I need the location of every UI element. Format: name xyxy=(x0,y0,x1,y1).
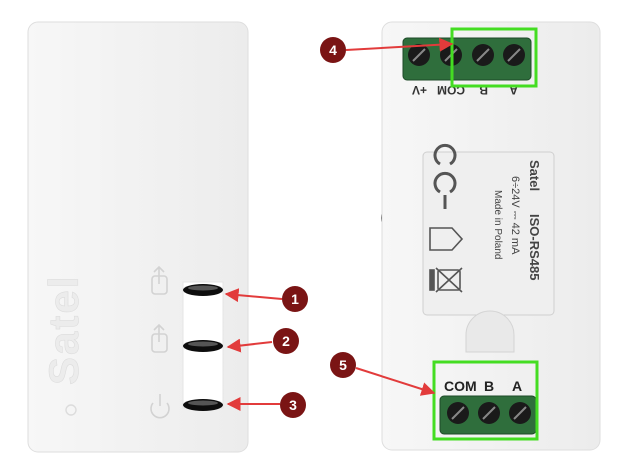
label-rating: 6÷24V ⎓ 42 mA xyxy=(509,176,521,255)
callout-5: 5 xyxy=(330,352,356,378)
callout-2: 2 xyxy=(273,328,299,354)
weee-bin-icon xyxy=(429,267,463,293)
right-device: +V COM B A Satel ISO-RS485 6÷24V ⎓ 42 mA… xyxy=(381,21,601,451)
callout-2-number: 2 xyxy=(282,333,290,349)
arrow-1 xyxy=(224,288,283,303)
bottom-terminal-labels: COM B A xyxy=(444,378,522,394)
label-model: ISO-RS485 xyxy=(527,214,542,280)
led-2 xyxy=(183,340,223,352)
top-terminal-label-b: B xyxy=(479,83,488,97)
callout-1: 1 xyxy=(282,286,308,312)
bottom-terminal-label-com: COM xyxy=(444,378,477,394)
arrow-2 xyxy=(226,338,273,353)
bottom-cutout xyxy=(465,310,515,353)
label-brand: Satel xyxy=(527,160,542,191)
left-device-logo: Satel xyxy=(40,275,87,385)
left-device: Satel xyxy=(27,21,249,453)
callout-4-number: 4 xyxy=(329,42,337,58)
tamper-arrow-icon xyxy=(151,265,168,295)
registered-mark-icon xyxy=(65,404,77,416)
arrow-5 xyxy=(355,367,436,396)
callout-4: 4 xyxy=(320,37,346,63)
top-terminal-block xyxy=(402,37,532,81)
bottom-terminal-block xyxy=(439,395,537,435)
ce-mark-icon xyxy=(433,143,457,209)
callout-1-number: 1 xyxy=(291,291,299,307)
highlight-top-terminals xyxy=(450,27,538,88)
callout-3: 3 xyxy=(280,392,306,418)
bottom-terminal-label-a: A xyxy=(512,378,522,394)
power-icon xyxy=(150,394,170,419)
top-terminal-label-v: +V xyxy=(412,83,427,97)
arrow-4 xyxy=(345,37,454,52)
callout-5-number: 5 xyxy=(339,357,347,373)
bottom-terminal-label-b: B xyxy=(484,378,494,394)
top-terminal-label-a: A xyxy=(509,83,518,97)
highlight-bottom-terminals xyxy=(432,360,539,441)
indoor-use-icon xyxy=(429,227,464,251)
product-label-text: Satel ISO-RS485 6÷24V ⎓ 42 mA Made in Po… xyxy=(492,160,542,280)
led-1 xyxy=(183,284,223,296)
callout-3-number: 3 xyxy=(289,397,297,413)
data-arrow-icon xyxy=(151,323,168,353)
led-3 xyxy=(183,399,223,411)
label-origin: Made in Poland xyxy=(492,190,503,260)
